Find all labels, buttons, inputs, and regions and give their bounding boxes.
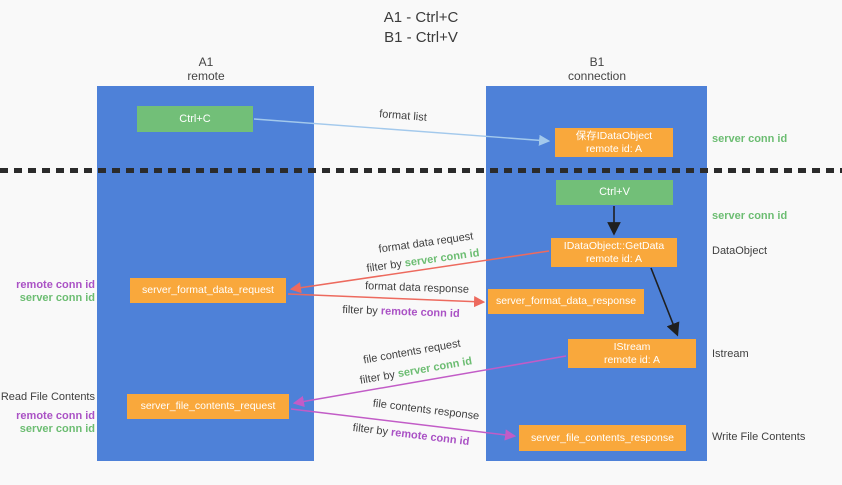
node-server-format-data-response-label: server_format_data_response	[495, 295, 637, 307]
annotation-istream: Istream	[712, 348, 749, 360]
lifeline-header-b1: B1 connection	[487, 55, 707, 83]
session-divider-dotted-line	[0, 168, 842, 173]
node-istream-line1: IStream	[613, 340, 651, 353]
annotation-server-conn-id-left-2: server conn id	[19, 423, 95, 435]
node-save-idataobject: 保存IDataObject remote id: A	[555, 128, 673, 157]
node-save-idataobject-line2: remote id: A	[585, 142, 643, 155]
label-file-contents-response: file contents response	[372, 397, 480, 423]
node-server-format-data-response: server_format_data_response	[488, 289, 644, 314]
label-format-list: format list	[378, 108, 428, 124]
node-server-format-data-request: server_format_data_request	[130, 278, 286, 303]
node-idataobject-getdata: IDataObject::GetData remote id: A	[551, 238, 677, 267]
annotation-server-conn-id-right-2: server conn id	[712, 210, 788, 222]
label-filter-by-remote-conn-id-2: filter by remote conn id	[352, 422, 470, 448]
title-line-1: A1 - Ctrl+C	[383, 9, 459, 26]
node-save-idataobject-line1: 保存IDataObject	[575, 129, 653, 142]
diagram-title: A1 - Ctrl+C B1 - Ctrl+V	[0, 8, 842, 48]
lifeline-b1-name: B1	[589, 55, 605, 69]
annotation-server-conn-id-left-1: server conn id	[19, 292, 95, 304]
server-conn-id-text: server conn id	[396, 355, 474, 381]
annotation-write-file-contents: Write File Contents	[712, 431, 806, 443]
annotation-dataobject: DataObject	[712, 245, 768, 257]
node-server-file-contents-request-label: server_file_contents_request	[140, 400, 276, 412]
filter-by-text: filter by	[352, 421, 389, 439]
node-server-file-contents-response-label: server_file_contents_response	[530, 431, 674, 444]
filter-by-text: filter by	[358, 368, 396, 387]
node-ctrl-c-label: Ctrl+C	[179, 112, 211, 125]
remote-conn-id-text: remote conn id	[380, 305, 460, 321]
node-ctrl-c: Ctrl+C	[137, 106, 253, 132]
filter-by-text: filter by	[365, 258, 403, 275]
node-server-file-contents-response: server_file_contents_response	[519, 425, 686, 451]
node-server-format-data-request-label: server_format_data_request	[142, 284, 274, 296]
annotation-remote-conn-id-left-1: remote conn id	[16, 279, 95, 291]
annotation-server-conn-id-right-1: server conn id	[712, 133, 788, 145]
label-filter-by-remote-conn-id-1: filter by remote conn id	[342, 304, 460, 320]
node-ctrl-v-label: Ctrl+V	[599, 186, 630, 198]
lifeline-a1-subtitle: remote	[187, 69, 225, 83]
lifeline-b1-subtitle: connection	[567, 69, 627, 83]
annotation-remote-conn-id-left-2: remote conn id	[16, 410, 95, 422]
annotation-read-file-contents: Read File Contents	[0, 391, 95, 403]
node-getdata-line2: remote id: A	[585, 252, 643, 265]
title-line-2: B1 - Ctrl+V	[384, 29, 458, 46]
node-istream-line2: remote id: A	[603, 353, 661, 366]
remote-conn-id-text: remote conn id	[390, 426, 470, 449]
filter-by-text: filter by	[342, 303, 379, 318]
node-getdata-line1: IDataObject::GetData	[563, 239, 665, 252]
node-istream: IStream remote id: A	[568, 339, 696, 368]
node-server-file-contents-request: server_file_contents_request	[127, 394, 289, 419]
node-ctrl-v: Ctrl+V	[556, 180, 673, 205]
label-format-data-response: format data response	[364, 280, 470, 296]
lifeline-header-a1: A1 remote	[96, 55, 316, 83]
lifeline-a1-name: A1	[198, 55, 214, 69]
